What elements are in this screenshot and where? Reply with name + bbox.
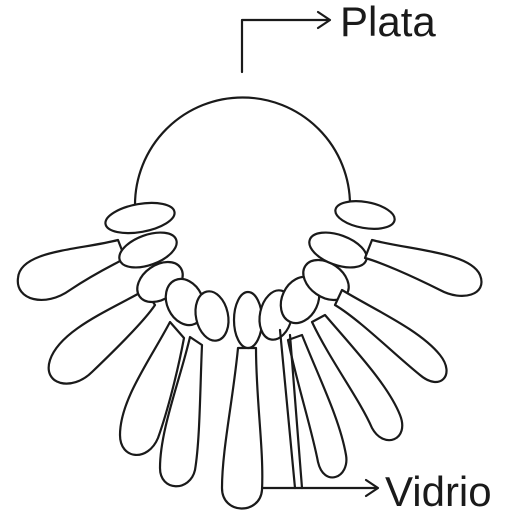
glass-drop <box>365 240 481 296</box>
label-vidrio: Vidrio <box>385 468 492 515</box>
glass-drop-center <box>222 348 262 509</box>
silver-loop <box>135 97 350 205</box>
glass-bead <box>234 292 262 348</box>
label-plata: Plata <box>340 0 436 45</box>
glass-drop <box>49 290 155 384</box>
glass-bead <box>333 197 397 233</box>
glass-drop <box>18 240 125 300</box>
plata-leader-line <box>242 20 327 72</box>
